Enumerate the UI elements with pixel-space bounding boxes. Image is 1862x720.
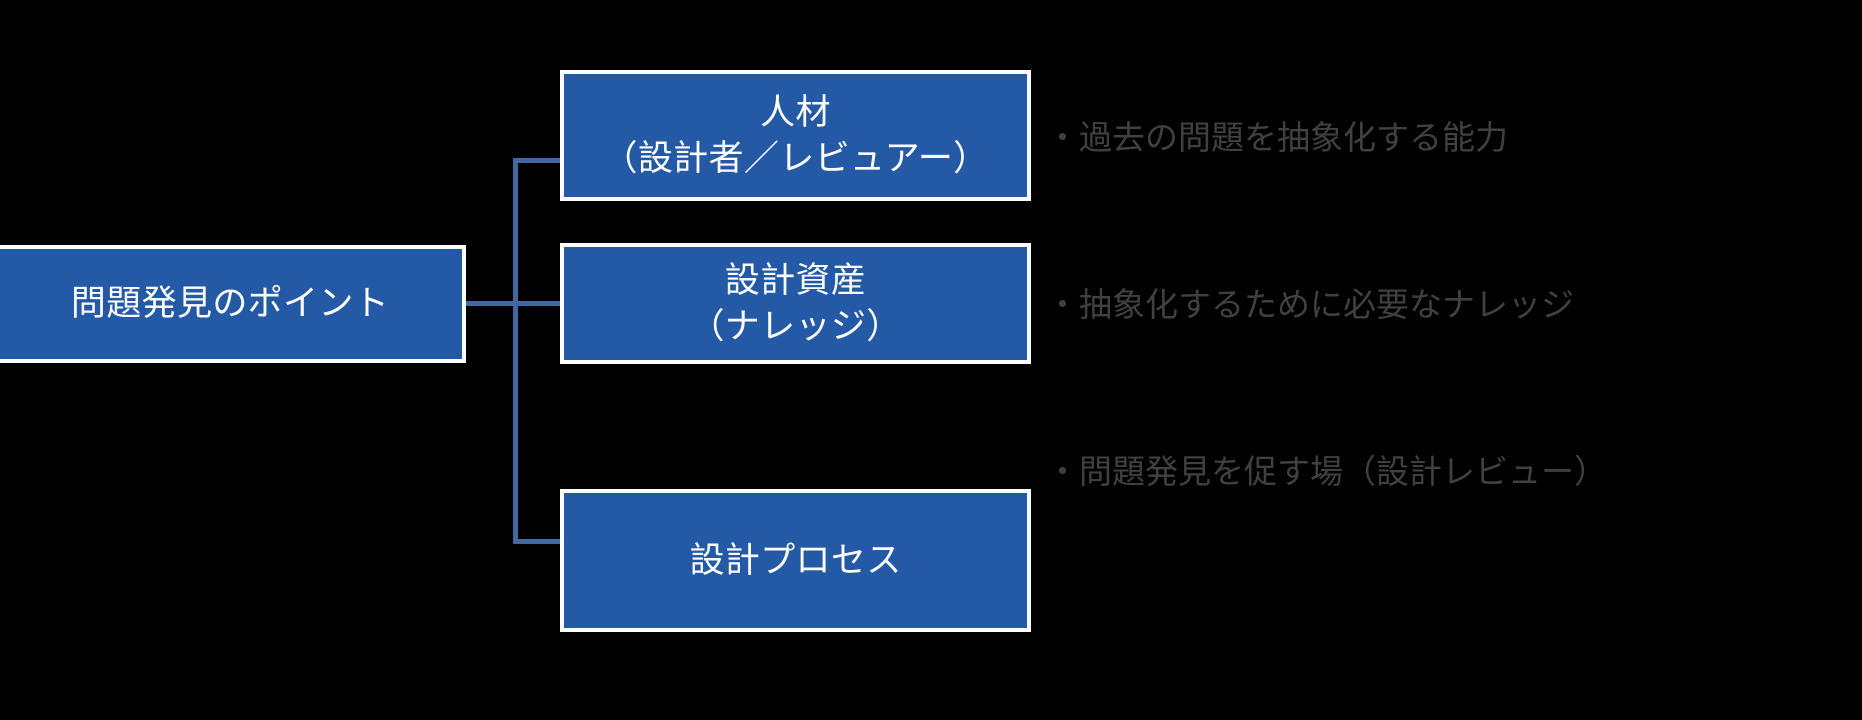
annotation-process: ・問題発見を促す場（設計レビュー） (1046, 453, 1607, 490)
node-process-label-line1: 設計プロセス (689, 540, 902, 580)
node-root[interactable]: 問題発見のポイント (0, 245, 466, 363)
node-people[interactable]: 人材 （設計者／レビュアー） (560, 70, 1031, 201)
annotation-people: ・過去の問題を抽象化する能力 (1046, 119, 1508, 156)
node-root-label: 問題発見のポイント (70, 284, 390, 324)
node-assets[interactable]: 設計資産 （ナレッジ） (560, 243, 1031, 364)
node-people-label-line1: 人材 (760, 93, 831, 132)
connector-branch-people (513, 158, 563, 163)
connector-trunk (513, 158, 518, 544)
annotation-assets: ・抽象化するために必要なナレッジ (1046, 286, 1574, 323)
node-people-label-line2: （設計者／レビュアー） (602, 138, 989, 178)
connector-branch-process (513, 539, 563, 544)
node-process[interactable]: 設計プロセス (560, 489, 1031, 632)
node-assets-label-line2: （ナレッジ） (689, 306, 902, 346)
connector-root-stub (466, 301, 518, 306)
connector-branch-assets (513, 301, 563, 306)
node-assets-label-line1: 設計資産 (724, 261, 867, 300)
